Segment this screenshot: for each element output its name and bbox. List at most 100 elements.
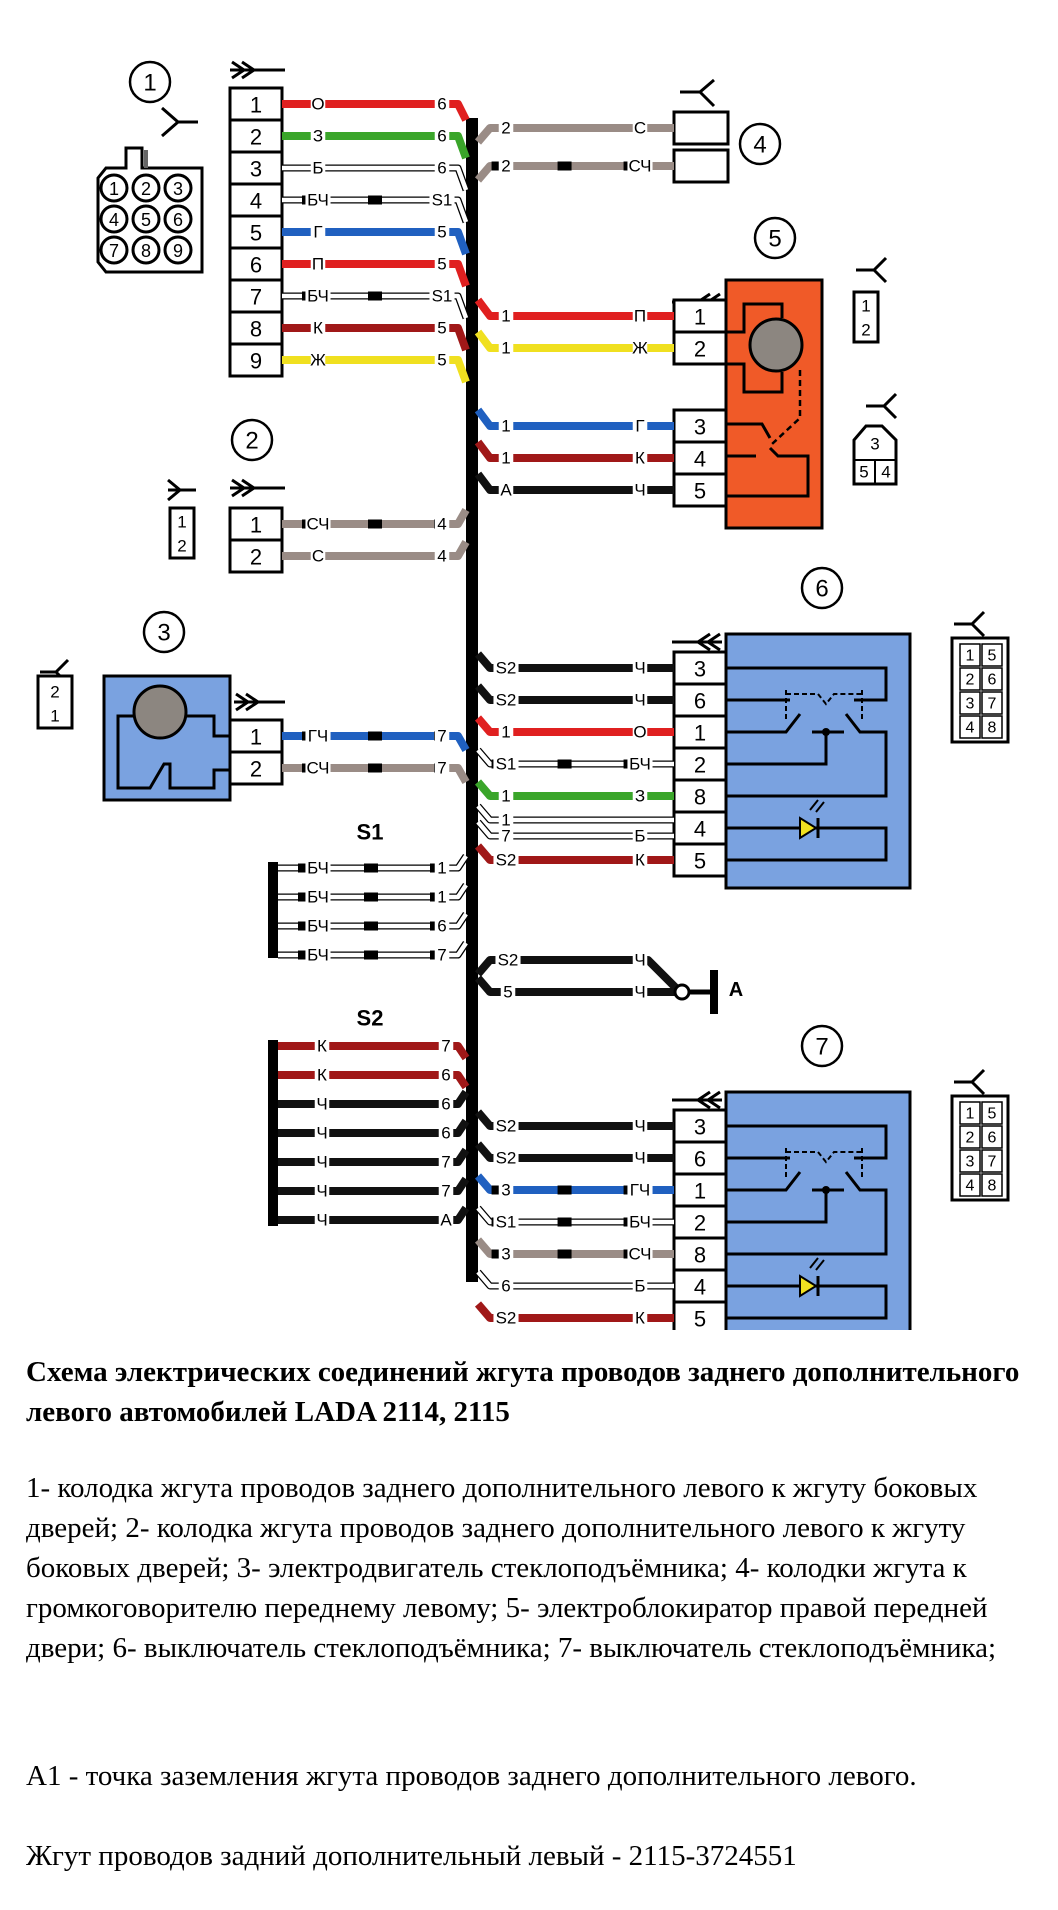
connector-7-wire-source: S2 (496, 1117, 517, 1136)
connector-7-wire-color: СЧ (628, 1245, 651, 1264)
splice-s1-wire (278, 911, 470, 931)
wire-label-background (627, 1244, 653, 1264)
splice-s1-wire (278, 882, 470, 902)
connector-3-wire (282, 763, 470, 785)
switch-7-mechanical-link (785, 1148, 863, 1180)
splice-s2-bar (268, 1040, 278, 1226)
wire-label-background (310, 546, 326, 566)
wire-fill (474, 1237, 674, 1258)
plug-symbol-icon (234, 692, 285, 712)
wire-fill (474, 1141, 674, 1162)
wire-label-background (632, 1276, 648, 1296)
connector-6-wire (474, 651, 674, 672)
wire-fill (474, 843, 674, 864)
connector-5-wire-source: 1 (501, 307, 510, 326)
wire-label-background (314, 1123, 330, 1143)
component-4-label-circle (738, 122, 782, 166)
ground-point-label: А (729, 979, 743, 1001)
connector-7-wire (474, 1173, 674, 1195)
ground-wire-color: Ч (634, 951, 645, 970)
component-7-label-number: 7 (815, 1034, 828, 1061)
wire-label-background (493, 850, 519, 870)
wire-label-background (632, 480, 648, 500)
connector-6-wire-source: 1 (501, 723, 510, 742)
connector-7-wire-color: ГЧ (630, 1181, 651, 1200)
switch-6-body (724, 632, 912, 890)
connector-7-pin-number: 4 (694, 1275, 706, 1300)
connector-1-wire-color: О (311, 95, 324, 114)
connector-1-pin-number: 4 (250, 189, 262, 214)
connector-7-wire (474, 1141, 674, 1162)
wire-label-background (305, 945, 331, 965)
wire-fill (476, 804, 674, 823)
switch-7-led-icon (799, 1274, 818, 1298)
connector-6-pin-number: 4 (694, 817, 706, 842)
connector-5-wire-source: 1 (501, 449, 510, 468)
connector-7-wire-source: 3 (501, 1245, 510, 1264)
wire-fill (476, 820, 674, 839)
connector-7-face-pin: 7 (988, 1154, 997, 1171)
connector-1-wire (282, 291, 471, 320)
wire-label-background (310, 318, 326, 338)
splice-s2-wire (278, 1071, 470, 1090)
connector-1-pin-cell (228, 342, 284, 378)
wire-fill (474, 715, 674, 736)
wire-label-background (632, 982, 648, 1002)
splice-s1-wire-destination: 7 (437, 946, 446, 965)
wire-label-background (434, 726, 450, 746)
connector-6-face-cell (959, 691, 981, 715)
connector-5-wire-source: 1 (501, 339, 510, 358)
splice-s2-wire-destination: 6 (441, 1066, 450, 1085)
wire-label-background (498, 480, 514, 500)
connector-5-pin-number: 5 (694, 479, 706, 504)
connector-5-wire (474, 471, 674, 494)
connector-1-face-pin (99, 204, 129, 234)
splice-s2-wire-color: Ч (316, 1211, 327, 1230)
ground-point-note: А1 - точка заземления жгута проводов зад… (26, 1760, 917, 1792)
window-motor-wiring (116, 714, 230, 790)
connector-6-wire-source: S1 (496, 755, 517, 774)
connector-2-wire-destination: 4 (437, 547, 446, 566)
wire-label-background (434, 94, 450, 114)
wire-label-background (438, 1152, 454, 1172)
wire-fill (282, 324, 470, 352)
switch-7-junction (822, 1186, 830, 1194)
component-2-label-number: 2 (245, 428, 258, 455)
connector-2-face-pin: 1 (177, 513, 186, 532)
connector-7-face-cell (981, 1149, 1003, 1173)
component-2-label-circle (230, 418, 274, 462)
wire-label-background (493, 690, 519, 710)
wire-label-background (498, 156, 514, 176)
connector-6-wire (474, 747, 674, 769)
connector-5-wire (474, 407, 674, 430)
connector-7-face-pin: 4 (966, 1178, 975, 1195)
wire-fill (278, 854, 468, 871)
splice-s1-wire (278, 940, 470, 960)
wire-label-background (500, 982, 516, 1002)
connector-6-face-pin: 8 (988, 720, 997, 737)
wire-fill (278, 1147, 470, 1166)
connector-1-wire-destination: 5 (437, 319, 446, 338)
wire-label-background (493, 1308, 519, 1328)
connector-6-wire (474, 683, 674, 704)
connector-3-face-pin: 2 (50, 683, 59, 702)
wire-label-background (314, 1181, 330, 1201)
component-legend: 1- колодка жгута проводов заднего дополн… (26, 1472, 997, 1664)
connector-1-key (144, 150, 148, 168)
wire-label-background (498, 826, 514, 846)
connector-5-pin-cell (672, 330, 728, 366)
connector-1-wire-color: Ж (310, 351, 326, 370)
wire-fill (474, 297, 674, 320)
connector-1-wire-destination: 5 (437, 351, 446, 370)
splice-s1-wire-destination: 6 (437, 917, 446, 936)
speaker-wire-color: С (634, 119, 646, 138)
connector-2-wire (282, 507, 470, 529)
connector-7-wire-color: Б (634, 1277, 645, 1296)
wire-label-background (434, 945, 450, 965)
wire-label-background (438, 1094, 454, 1114)
connector-5a-face-pin: 2 (861, 321, 870, 340)
connector-6-pin-cell (672, 682, 728, 718)
connector-5-pin-number: 2 (694, 337, 706, 362)
connector-1-face-pin-number: 6 (173, 210, 183, 230)
connector-1-face-pin (99, 173, 129, 203)
